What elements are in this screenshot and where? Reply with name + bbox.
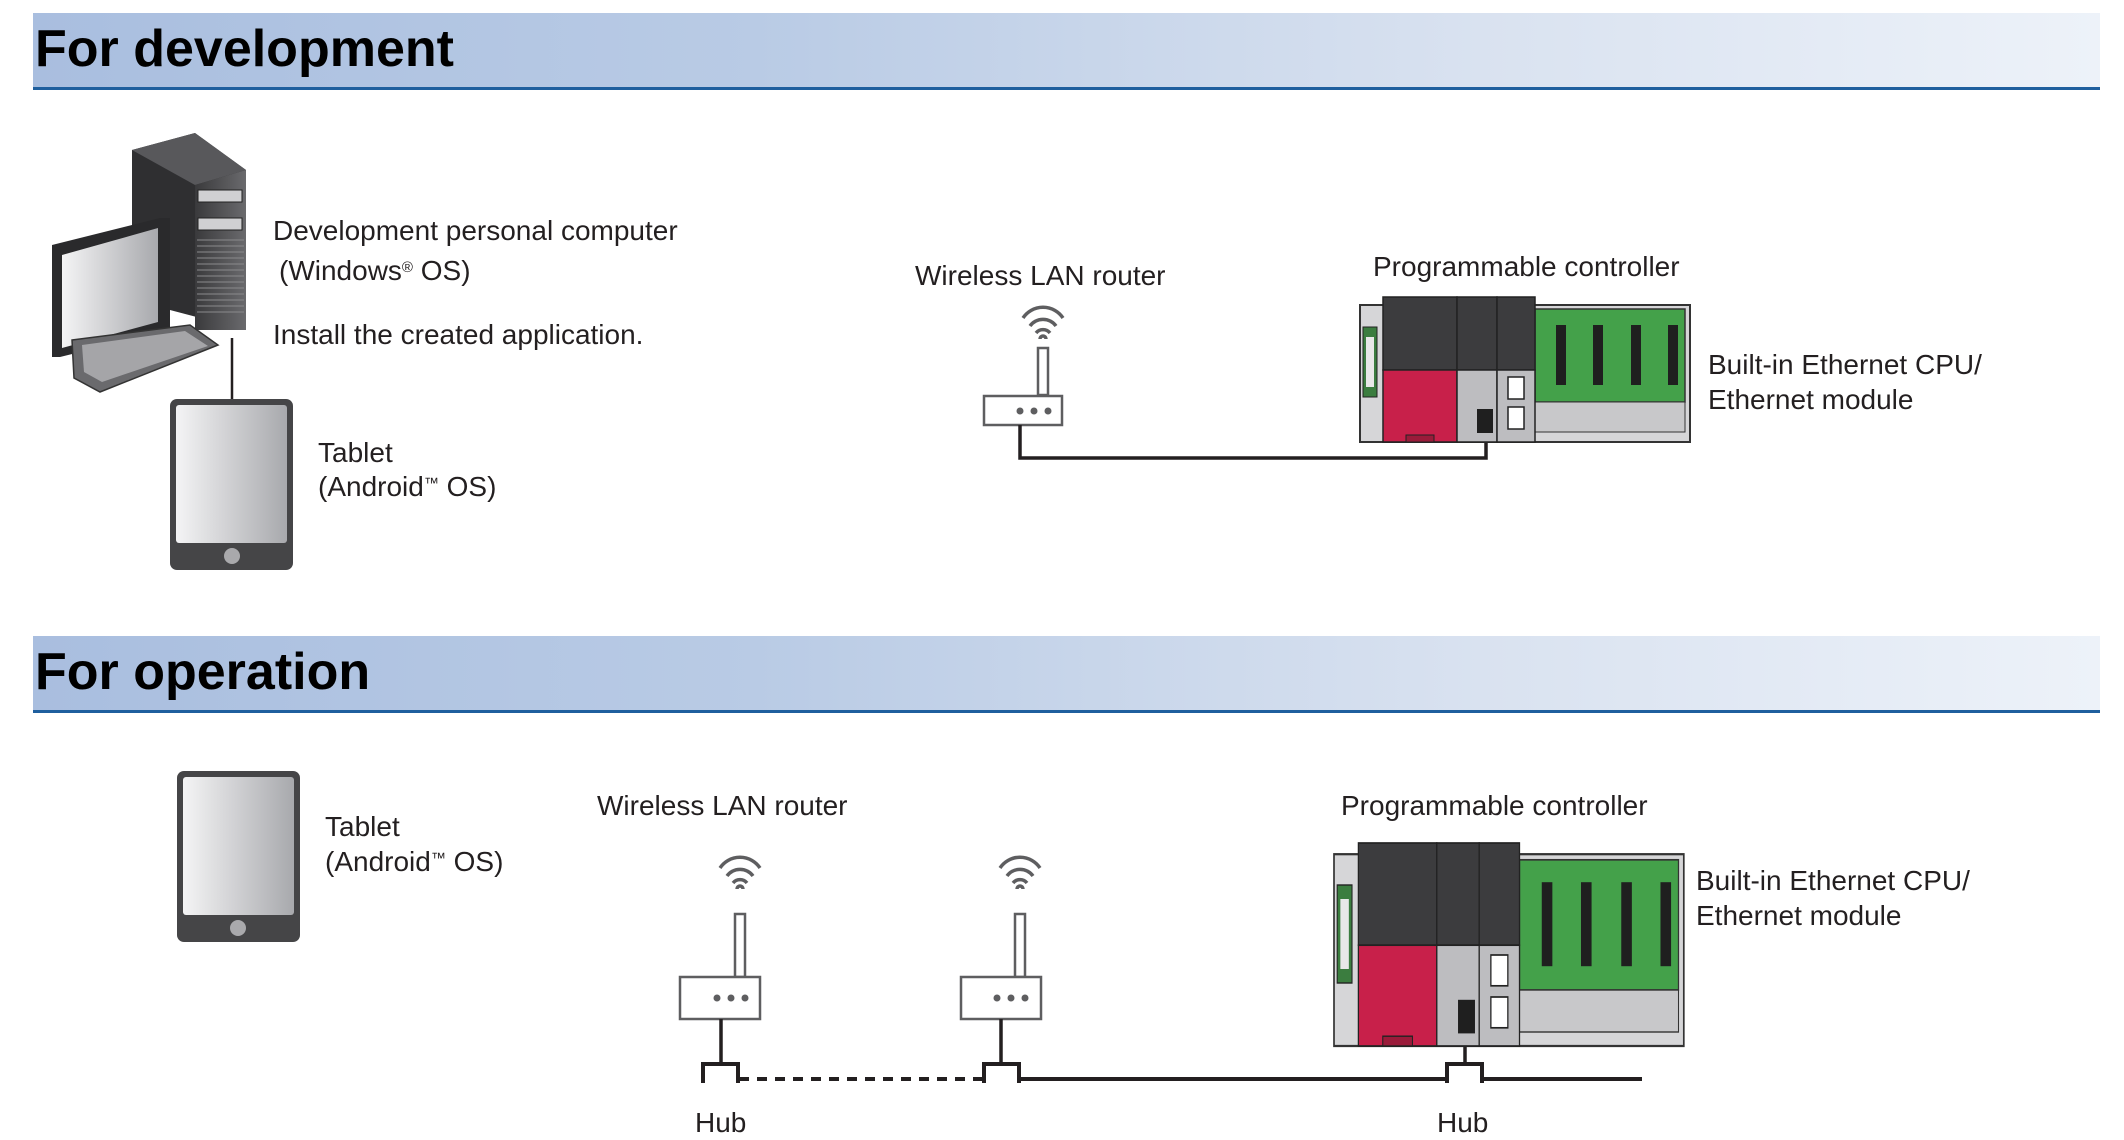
tablet-os-suffix: OS) (445, 846, 504, 877)
tablet-os-label: (Android™ OS) (325, 845, 503, 879)
router-label: Wireless LAN router (915, 260, 1166, 291)
module-label-line2: Ethernet module (1696, 900, 1902, 931)
programmable-controller-icon (1359, 296, 1691, 443)
pc-os-text: (Windows (279, 255, 402, 286)
wireless-router-icon (982, 305, 1065, 427)
tablet-os-suffix: OS) (438, 471, 497, 502)
tablet-icon (177, 771, 300, 942)
section-header-operation: For operation (33, 636, 2100, 713)
tablet-os-text: (Android (325, 846, 431, 877)
wireless-router-icon (959, 855, 1043, 1021)
hub-label: Hub (695, 1107, 747, 1138)
programmable-controller-icon (1333, 842, 1685, 1048)
module-label-line2: Ethernet module (1708, 384, 1914, 415)
hub-icon (1445, 1062, 1484, 1083)
pc-label: Development personal computer (273, 215, 678, 246)
section-header-development: For development (33, 13, 2100, 90)
tablet-icon (170, 399, 293, 570)
tablet-label: Tablet (318, 437, 393, 468)
hub-icon (982, 1062, 1021, 1083)
trademark-mark: ™ (423, 475, 439, 492)
tablet-label: Tablet (325, 811, 400, 842)
section-title-operation: For operation (35, 643, 371, 701)
plc-label: Programmable controller (1341, 790, 1648, 821)
plc-label: Programmable controller (1373, 251, 1680, 282)
hub-label: Hub (1437, 1107, 1489, 1138)
pc-os-suffix: OS) (412, 255, 471, 286)
hub-icon (701, 1062, 740, 1083)
wireless-router-icon (678, 855, 762, 1021)
tablet-os-text: (Android (318, 471, 424, 502)
pc-os-label: (Windows® OS) (279, 254, 471, 288)
ethernet-cable (1018, 425, 1488, 460)
section-title-development: For development (35, 20, 454, 78)
network-diagram (52, 133, 1691, 1083)
module-label-line1: Built-in Ethernet CPU/ (1708, 349, 1982, 380)
desktop-computer-icon (52, 133, 246, 393)
install-note: Install the created application. (273, 319, 644, 350)
trademark-mark: ™ (430, 850, 446, 867)
module-label-line1: Built-in Ethernet CPU/ (1696, 865, 1970, 896)
router-label: Wireless LAN router (597, 790, 848, 821)
tablet-os-label: (Android™ OS) (318, 470, 496, 504)
registered-mark: ® (401, 259, 413, 276)
